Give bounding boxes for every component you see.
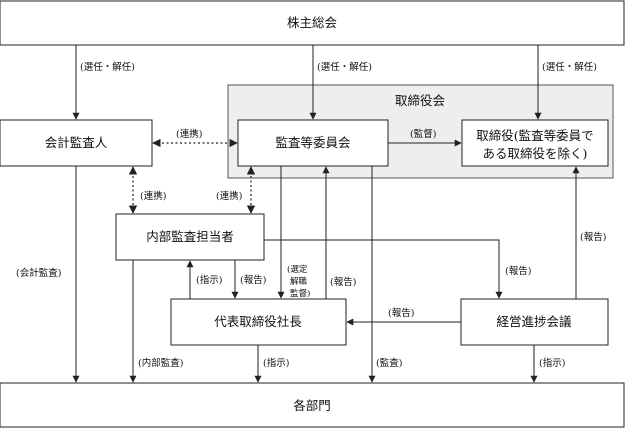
label-elect-2: (選任・解任) <box>317 61 372 73</box>
internal-audit-label: 内部監査担当者 <box>146 229 234 244</box>
auditor-label: 会計監査人 <box>45 135 108 150</box>
label-report-meeting: (報告) <box>505 265 531 277</box>
president-box <box>170 298 347 346</box>
internal-audit-box <box>115 213 265 261</box>
label-cooperate-3: (連携) <box>216 190 242 202</box>
label-instruct-ia: (指示) <box>196 274 222 286</box>
label-report-ia: (報告) <box>240 274 266 286</box>
shareholders-box <box>0 0 625 46</box>
label-sel-line3: 監督) <box>290 288 310 299</box>
label-report-pres: (報告) <box>330 276 356 288</box>
directors-label-line2: ある取締役を除く) <box>483 146 588 161</box>
progress-meeting-label: 経営進捗会議 <box>496 314 572 329</box>
board-group-label: 取締役会 <box>395 93 446 108</box>
label-instruct-meeting: (指示) <box>539 357 565 369</box>
label-internal-audit: (内部監査) <box>138 357 183 369</box>
auditor-box <box>0 119 153 167</box>
arrow-report-ia-meeting <box>264 239 503 299</box>
progress-meeting-box <box>460 298 609 346</box>
departments-box <box>0 382 625 428</box>
label-elect-3: (選任・解任) <box>542 61 597 73</box>
audit-committee-label: 監査等委員会 <box>275 135 351 150</box>
directors-label-line1: 取締役(監査等委員で <box>476 128 593 143</box>
label-cooperate-2: (連携) <box>140 190 166 202</box>
label-sel-line2: 解職 <box>290 276 308 287</box>
departments-label: 各部門 <box>293 398 331 413</box>
president-label: 代表取締役社長 <box>214 314 302 329</box>
label-audit: (監査) <box>376 357 402 369</box>
shareholders-label: 株主総会 <box>287 15 338 30</box>
directors-box <box>461 119 609 167</box>
label-cooperate-1: (連携) <box>176 128 202 140</box>
label-sel-line1: (選定 <box>287 264 308 275</box>
label-report-upper: (報告) <box>580 231 606 243</box>
label-instruct-pres: (指示) <box>263 357 289 369</box>
label-elect-1: (選任・解任) <box>80 61 135 73</box>
audit-committee-box <box>237 119 389 167</box>
label-report-pres-meeting: (報告) <box>388 307 414 319</box>
label-supervise: (監督) <box>410 128 436 140</box>
label-accounting-audit: (会計監査) <box>16 267 61 279</box>
